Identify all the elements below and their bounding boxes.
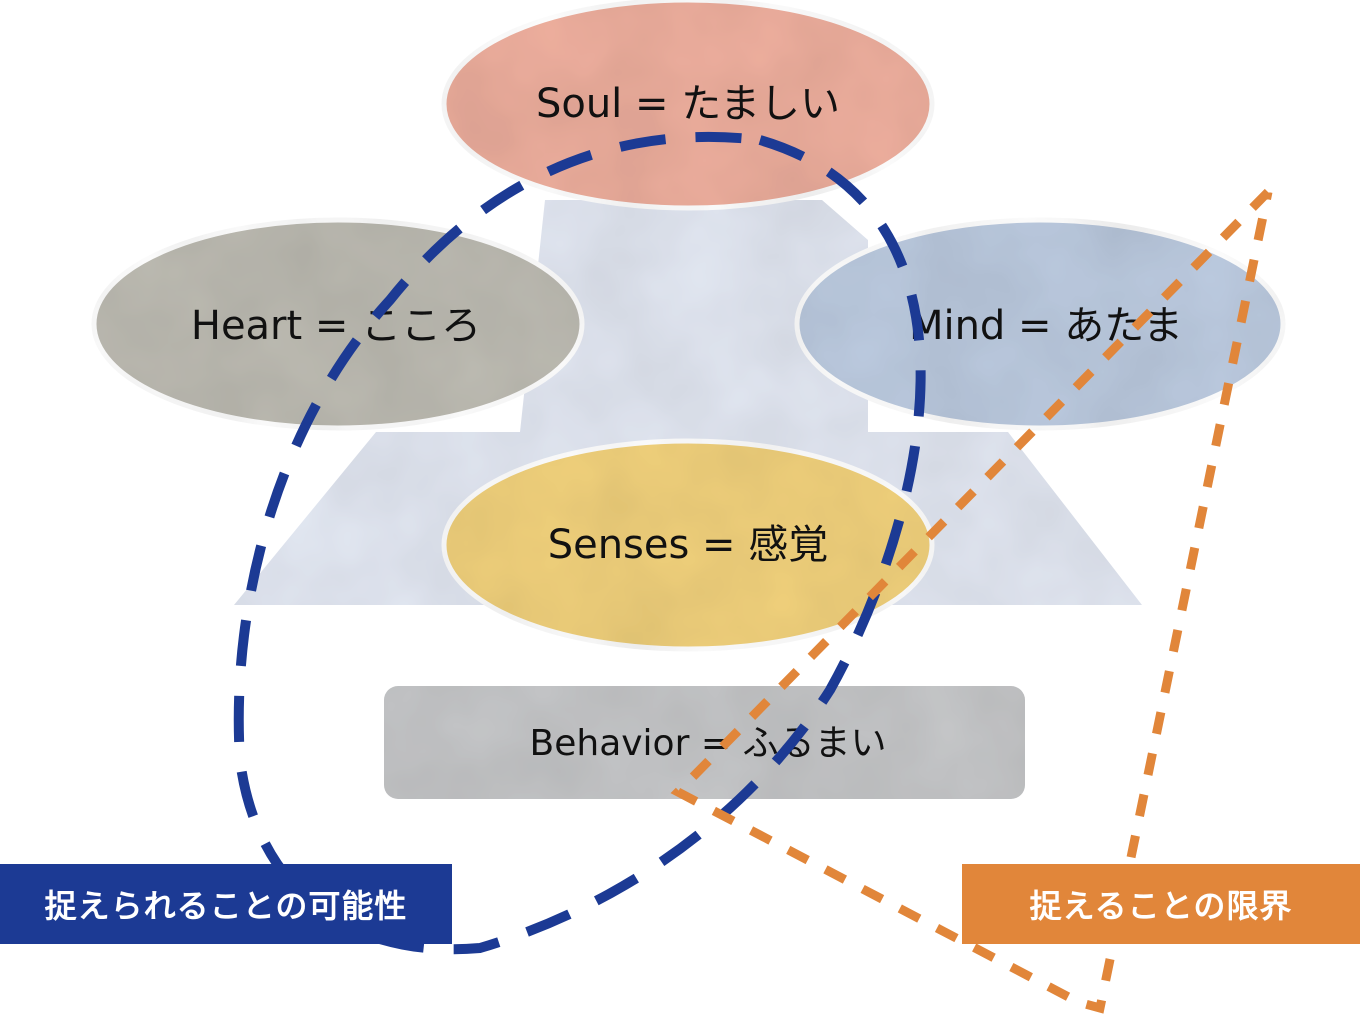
limit-banner-label: 捉えることの限界 (1029, 887, 1293, 925)
soul-label: Soul = たましい (536, 81, 840, 127)
limit-banner: 捉えることの限界 (962, 864, 1360, 944)
behavior-box (384, 686, 1025, 799)
senses-ellipse (441, 438, 935, 652)
soul-ellipse (441, 0, 935, 211)
heart-ellipse (91, 217, 585, 431)
possibility-banner-label: 捉えられることの可能性 (44, 887, 408, 925)
senses-label: Senses = 感覚 (548, 522, 829, 568)
limit-dashed-triangle (670, 188, 1273, 1014)
heart-label: Heart = こころ (191, 303, 481, 349)
behavior-label: Behavior = ふるまい (530, 723, 887, 764)
possibility-banner: 捉えられることの可能性 (0, 864, 452, 944)
